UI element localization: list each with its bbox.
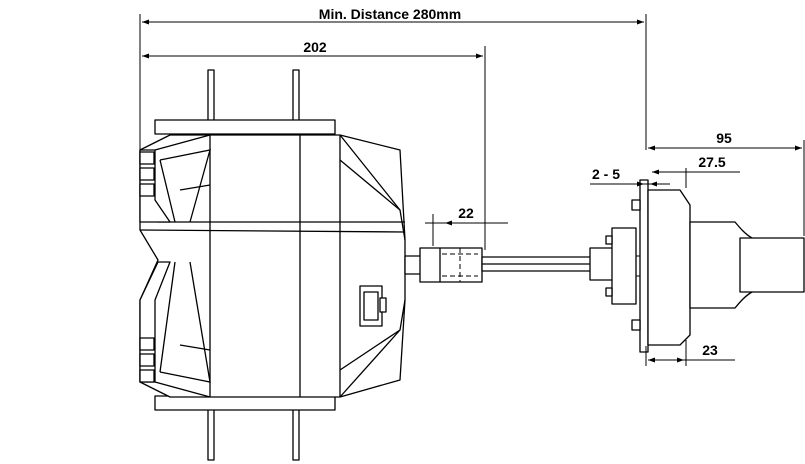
dimension-housing-length: 202 [142,39,486,250]
flange-bolt-top [605,235,613,245]
mounting-plate [639,179,649,353]
dimension-shaft-sleeve-label: 22 [458,205,474,221]
dimension-overall-width-label: 95 [716,130,732,146]
dimension-housing-length-label: 202 [303,39,327,55]
dimension-flange-gap-label: 2 - 5 [592,166,620,182]
dimension-overall-width: 95 [648,130,805,236]
flange-assembly [589,179,805,353]
dimension-flange-depth-label: 27.5 [698,154,725,170]
shaft-coupling [419,247,483,283]
dimension-flange-depth: 27.5 [652,154,740,188]
sensor-cable-gland [739,237,805,293]
dimension-flange-gap: 2 - 5 [590,166,670,187]
housing-body [139,134,406,398]
dimension-flange-thickness: 23 [645,340,735,366]
dimension-min-distance-label: Min. Distance 280mm [319,6,461,22]
dimension-shaft-sleeve: 22 [425,205,508,246]
sensor-body [647,189,691,346]
actuator-housing [139,69,406,461]
flange-bolt-bottom [605,287,613,297]
dimension-flange-thickness-label: 23 [702,342,718,358]
shaft-assembly [404,247,593,283]
dimension-min-distance: Min. Distance 280mm [139,6,647,150]
